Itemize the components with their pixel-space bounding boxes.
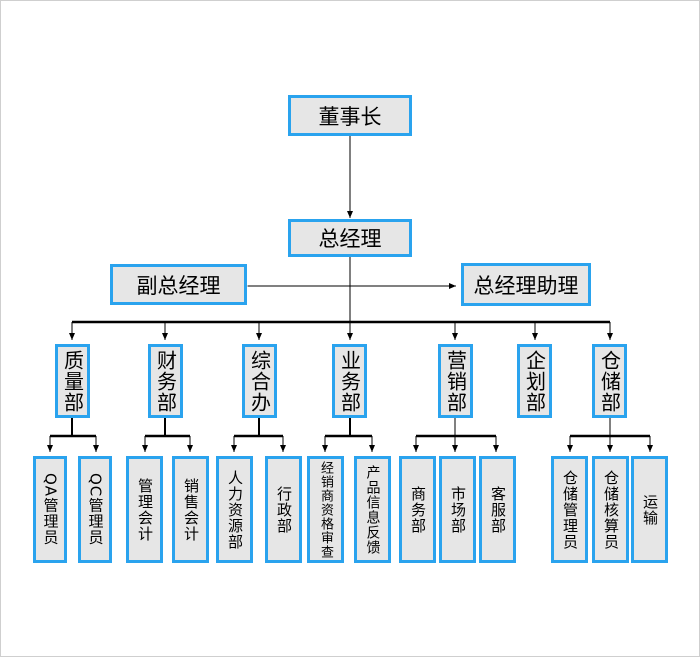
team-transport-box: 运输 [631, 456, 668, 563]
team-label: 市场部 [449, 485, 467, 534]
dept-planning-box: 企划部 [517, 344, 552, 418]
team-label: 运输 [641, 493, 659, 526]
team-label: QA管理员 [41, 473, 60, 546]
general-affairs-sub-connectors [231, 418, 286, 452]
department-drops [69, 322, 613, 340]
team-label: 仓储管理员 [561, 469, 579, 550]
team-commerce-box: 商务部 [399, 456, 436, 563]
deputy-gm-label: 副总经理 [136, 273, 221, 298]
dept-business-box: 业务部 [332, 344, 367, 418]
dept-finance-label: 财务部 [153, 349, 178, 413]
dept-business-label: 业务部 [337, 349, 362, 413]
chairman-box: 董事长 [288, 95, 412, 136]
dept-quality-box: 质量部 [55, 344, 90, 418]
team-label: 销售会计 [182, 477, 200, 542]
warehouse-sub-connectors [567, 418, 653, 452]
team-label: 经销商资格审查 [318, 460, 333, 559]
team-label: QC管理员 [86, 473, 105, 546]
quality-sub-connectors [47, 418, 99, 452]
general-manager-label: 总经理 [318, 227, 382, 251]
team-product-feedback-box: 产品信息反馈 [354, 456, 391, 563]
team-hr-box: 人力资源部 [216, 456, 253, 563]
team-label: 仓储核算员 [602, 469, 620, 550]
marketing-sub-connectors [413, 418, 499, 452]
dept-marketing-box: 营销部 [438, 344, 473, 418]
dept-general-affairs-box: 综合办 [242, 344, 277, 418]
team-warehouse-accountant-box: 仓储核算员 [592, 456, 629, 563]
team-label: 商务部 [409, 485, 427, 534]
team-label: 客服部 [489, 485, 507, 534]
gm-assistant-label: 总经理助理 [473, 273, 579, 298]
deputy-gm-box: 副总经理 [110, 264, 247, 305]
dept-warehouse-label: 仓储部 [597, 349, 622, 413]
dept-finance-box: 财务部 [148, 344, 183, 418]
team-admin-box: 行政部 [265, 456, 302, 563]
team-warehouse-manager-box: 仓储管理员 [551, 456, 588, 563]
team-customer-service-box: 客服部 [479, 456, 516, 563]
team-management-accounting-box: 管理会计 [126, 456, 163, 563]
finance-sub-connectors [142, 418, 193, 452]
dept-general-affairs-label: 综合办 [247, 349, 272, 413]
team-label: 管理会计 [136, 477, 154, 542]
team-label: 人力资源部 [226, 469, 244, 550]
team-qa-manager-box: QA管理员 [33, 456, 67, 563]
team-label: 行政部 [275, 485, 293, 534]
chairman-label: 董事长 [318, 104, 382, 129]
team-market-box: 市场部 [439, 456, 476, 563]
dept-planning-label: 企划部 [522, 349, 547, 413]
team-qc-manager-box: QC管理员 [78, 456, 112, 563]
gm-assistant-box: 总经理助理 [461, 263, 591, 306]
team-sales-accounting-box: 销售会计 [172, 456, 209, 563]
dept-warehouse-box: 仓储部 [592, 344, 627, 418]
dept-marketing-label: 营销部 [443, 349, 468, 413]
general-manager-box: 总经理 [288, 219, 412, 257]
dept-quality-label: 质量部 [60, 349, 85, 413]
team-label: 产品信息反馈 [364, 464, 381, 555]
business-sub-connectors [322, 418, 375, 452]
team-dealer-review-box: 经销商资格审查 [307, 456, 344, 563]
